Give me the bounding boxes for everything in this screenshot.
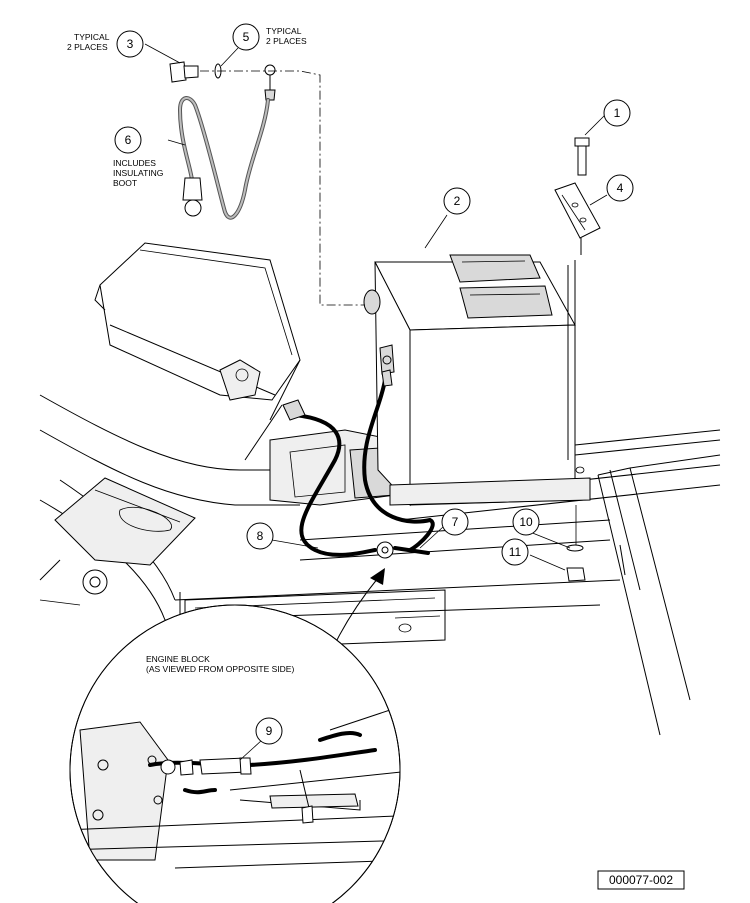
- callout-2: 2: [443, 187, 471, 215]
- drawing-number: 000077-002: [609, 873, 673, 887]
- svg-text:INSULATING: INSULATING: [113, 168, 163, 178]
- callout-9: 9: [255, 717, 283, 745]
- callout-3: 3: [116, 30, 144, 58]
- typical-note-right: TYPICAL 2 PLACES: [266, 26, 307, 46]
- svg-text:ENGINE BLOCK: ENGINE BLOCK: [146, 654, 210, 664]
- svg-text:1: 1: [614, 106, 621, 120]
- svg-text:11: 11: [509, 545, 522, 559]
- svg-text:3: 3: [127, 37, 134, 51]
- callout-7: 7: [441, 508, 469, 536]
- drawing-number-box: 000077-002: [597, 870, 685, 890]
- svg-text:TYPICAL: TYPICAL: [266, 26, 302, 36]
- svg-text:2 PLACES: 2 PLACES: [266, 36, 307, 46]
- svg-text:10: 10: [519, 515, 533, 529]
- insulating-boot-note: INCLUDES INSULATING BOOT: [113, 158, 163, 188]
- engine-block-note: ENGINE BLOCK (AS VIEWED FROM OPPOSITE SI…: [146, 654, 294, 674]
- battery: [363, 254, 591, 507]
- exploded-hardware: [169, 61, 601, 582]
- svg-text:INCLUDES: INCLUDES: [113, 158, 156, 168]
- callout-5: 5: [232, 23, 260, 51]
- svg-text:8: 8: [257, 529, 264, 543]
- callout-8: 8: [246, 522, 274, 550]
- callout-4: 4: [606, 174, 634, 202]
- svg-text:2 PLACES: 2 PLACES: [67, 42, 108, 52]
- svg-text:BOOT: BOOT: [113, 178, 137, 188]
- svg-text:4: 4: [617, 181, 624, 195]
- callout-6: 6: [114, 126, 142, 154]
- callout-10: 10: [512, 508, 540, 536]
- svg-text:(AS VIEWED FROM OPPOSITE SIDE): (AS VIEWED FROM OPPOSITE SIDE): [146, 664, 294, 674]
- callout-leaders: [144, 43, 608, 761]
- svg-text:6: 6: [125, 133, 132, 147]
- svg-text:2: 2: [454, 194, 461, 208]
- tilted-compartment: [94, 242, 396, 506]
- svg-text:7: 7: [452, 515, 459, 529]
- svg-text:5: 5: [243, 30, 250, 44]
- callout-bubbles: 1 2 3 4 5 6 7 8 9 10 11: [114, 23, 634, 745]
- callout-11: 11: [501, 538, 529, 566]
- typical-note-left: TYPICAL 2 PLACES: [67, 32, 110, 52]
- svg-text:TYPICAL: TYPICAL: [74, 32, 110, 42]
- svg-text:9: 9: [266, 724, 273, 738]
- engine-block-detail: [69, 604, 401, 903]
- callout-1: 1: [603, 99, 631, 127]
